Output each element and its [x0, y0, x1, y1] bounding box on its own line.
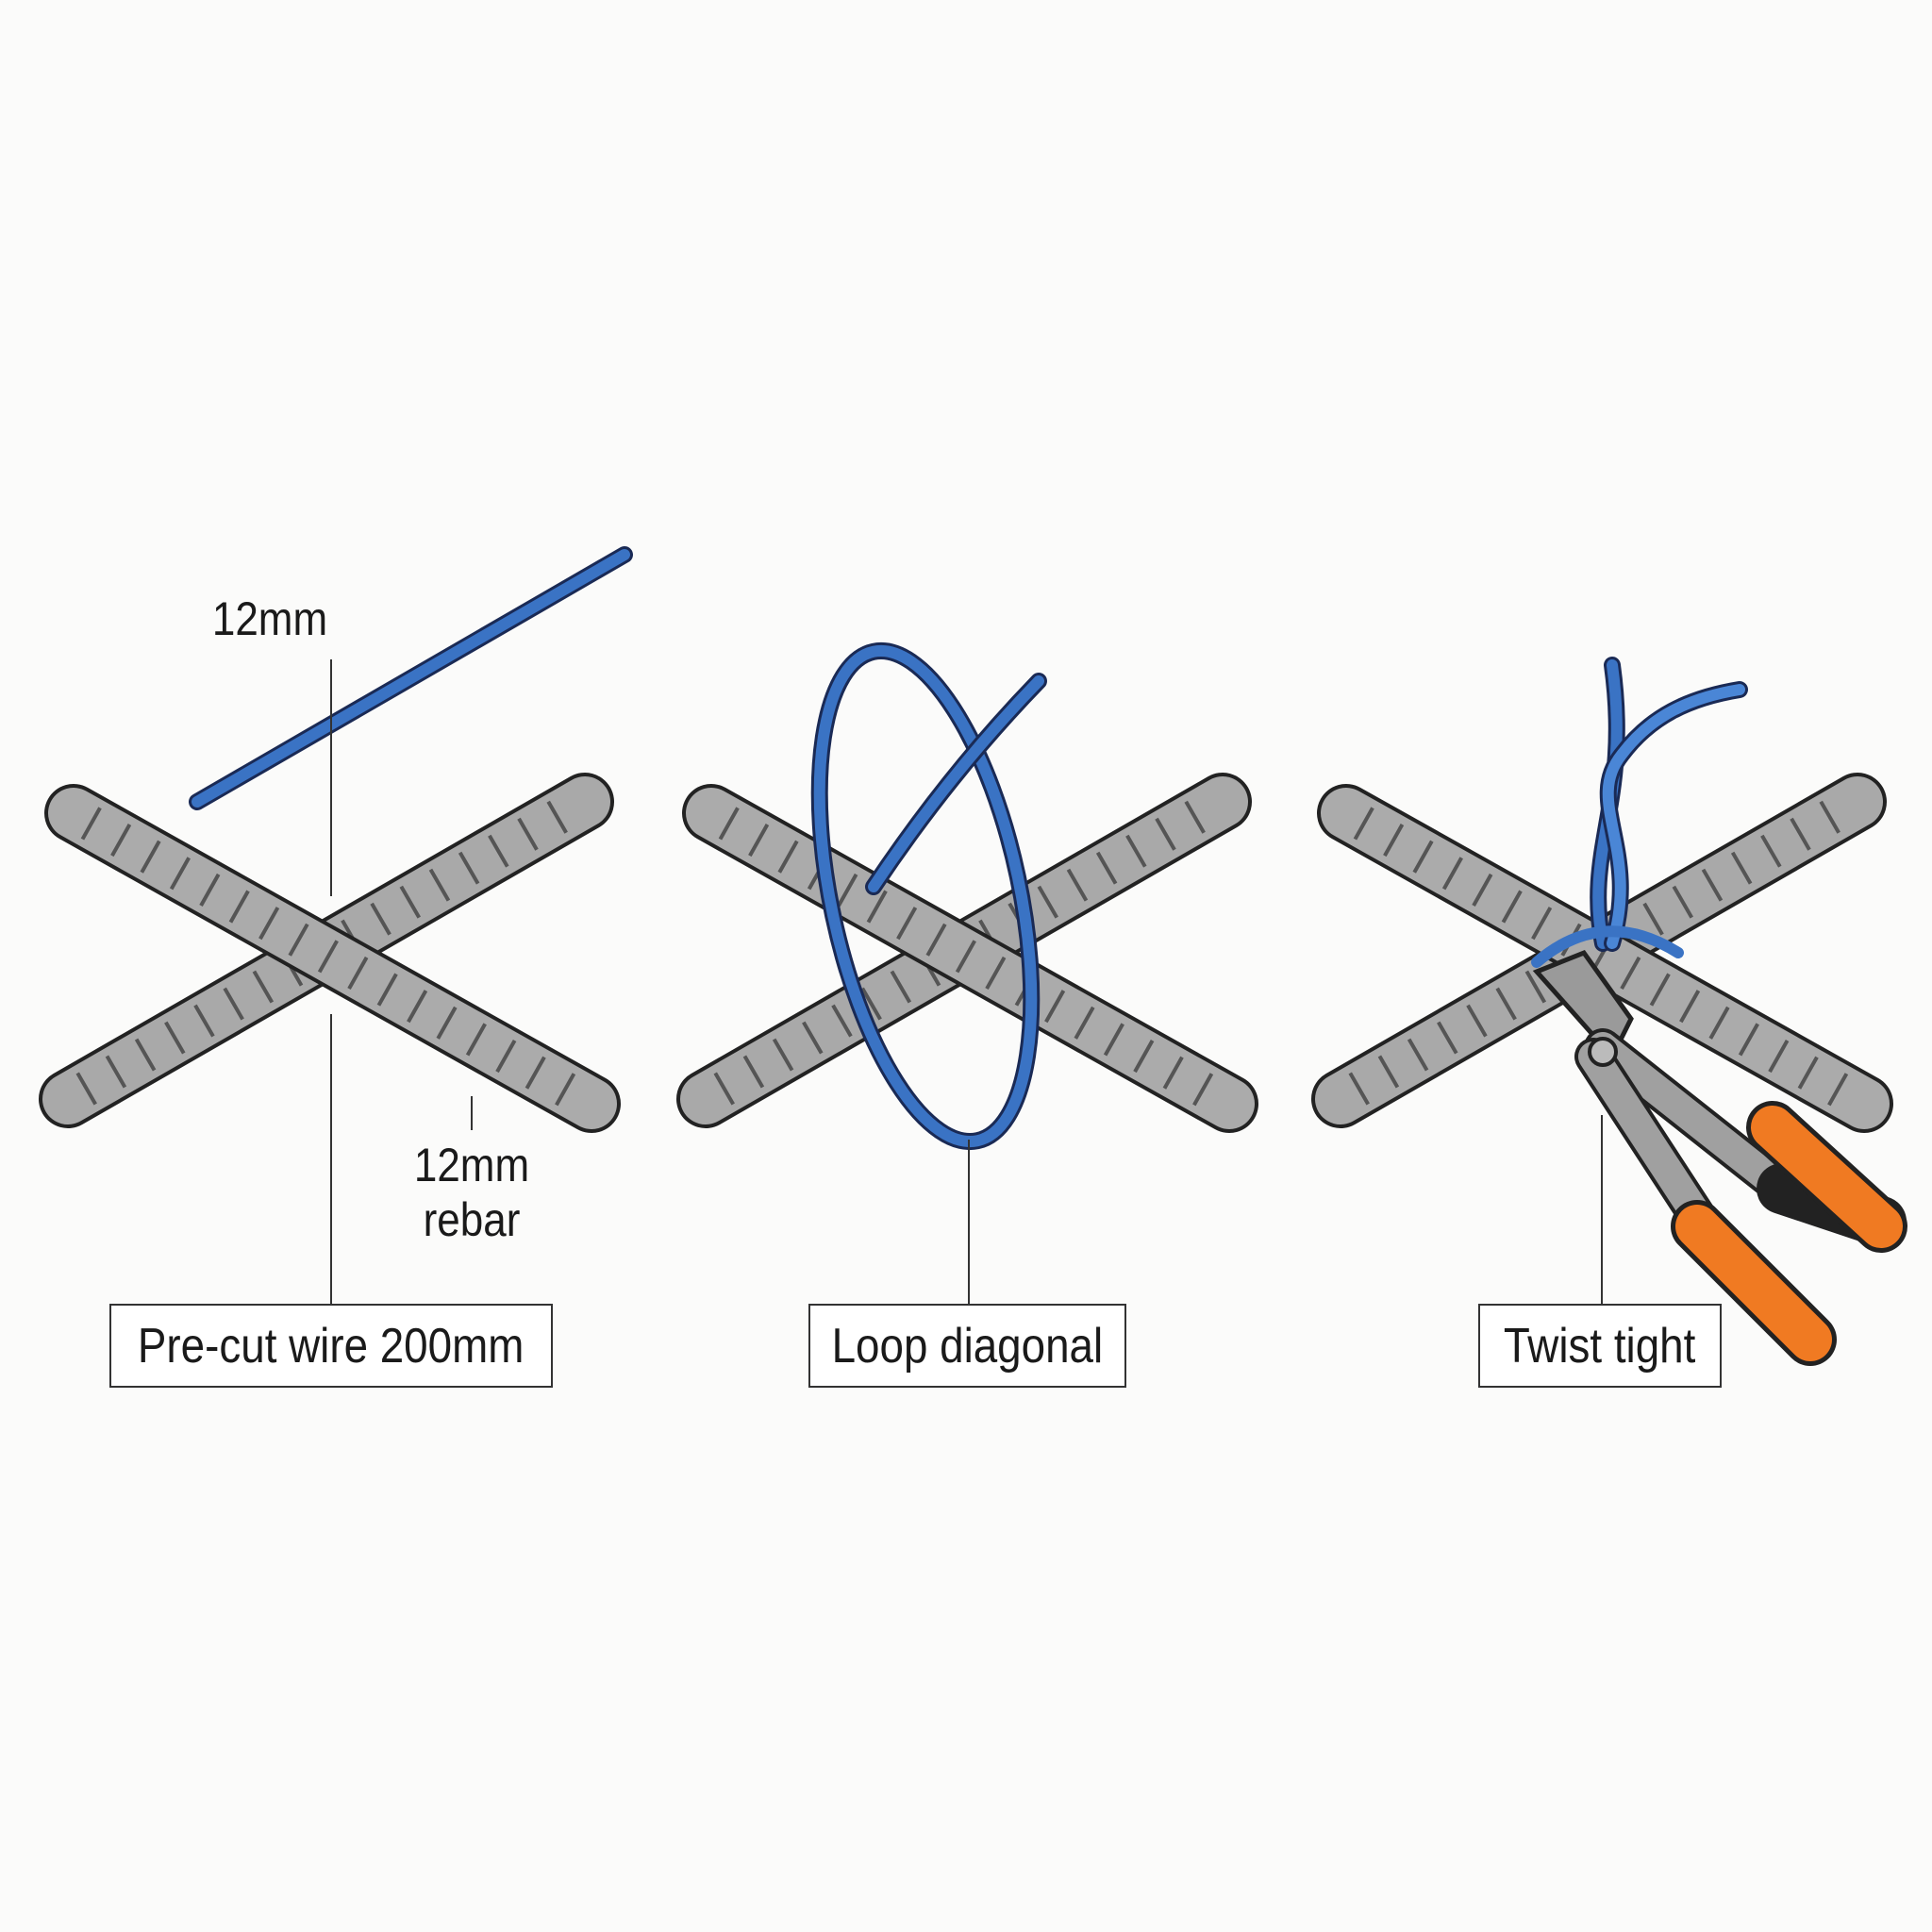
straight-wire — [189, 546, 633, 810]
pliers-icon — [1532, 949, 1907, 1366]
panel-precut-wire — [68, 546, 633, 1304]
step-label-text: Twist tight — [1504, 1318, 1696, 1374]
step-label-text: Pre-cut wire 200mm — [138, 1318, 525, 1374]
panel-twist — [1341, 657, 1907, 1366]
wire-size-label: 12mm — [211, 592, 328, 645]
step-label-loop-diagonal: Loop diagonal — [808, 1304, 1126, 1388]
twisted-wire — [1531, 657, 1748, 968]
wire-loop — [810, 641, 1047, 1151]
rebar-size-line2: rebar — [423, 1192, 521, 1246]
panel-loop — [706, 641, 1229, 1304]
crossed-rebar — [706, 802, 1229, 1104]
step-label-precut-wire: Pre-cut wire 200mm — [109, 1304, 553, 1388]
rebar-size-line1: 12mm — [413, 1139, 530, 1191]
step-label-twist-tight: Twist tight — [1478, 1304, 1722, 1388]
crossed-rebar — [68, 802, 591, 1104]
step-label-text: Loop diagonal — [831, 1318, 1104, 1374]
rebar-size-label: 12mm rebar — [406, 1139, 539, 1247]
